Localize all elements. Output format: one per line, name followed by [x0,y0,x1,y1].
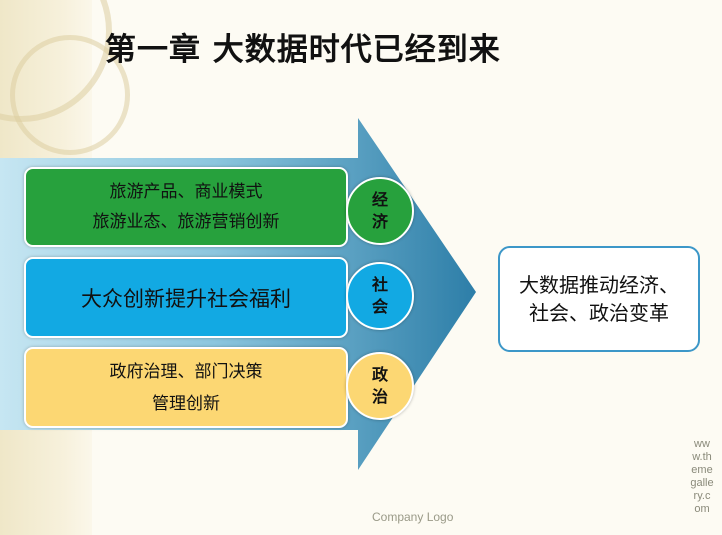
result-line-2: 社会、政治变革 [529,301,669,325]
economy-line-2: 旅游业态、旅游营销创新 [92,212,280,232]
politics-line-1: 政府治理、部门决策 [109,361,263,382]
website-url: ww w.th eme galle ry.c om [686,438,718,516]
economy-badge: 经 济 [346,177,414,245]
economy-panel: 旅游产品、商业模式 旅游业态、旅游营销创新 [24,167,348,247]
url-line: galle [690,477,714,489]
company-logo-text: Company Logo [372,510,454,524]
result-line-1: 大数据推动经济、 [519,273,679,297]
politics-line-2: 管理创新 [152,393,220,414]
url-line: om [694,503,710,515]
society-line-1: 大众创新提升社会福利 [81,286,291,311]
url-line: ww [694,438,710,450]
url-line: ry.c [693,490,711,502]
society-badge-char-1: 社 [371,275,388,294]
society-badge-char-2: 会 [371,297,388,316]
economy-badge-char-2: 济 [371,212,388,231]
politics-badge-char-2: 治 [371,387,388,406]
politics-badge: 政 治 [346,352,414,420]
politics-panel: 政府治理、部门决策 管理创新 [24,347,348,428]
decor-ring [10,35,130,155]
url-line: eme [691,464,713,476]
url-line: w.th [692,451,712,463]
result-box: 大数据推动经济、 社会、政治变革 [498,246,700,352]
economy-badge-char-1: 经 [371,190,388,209]
society-panel: 大众创新提升社会福利 [24,257,348,338]
society-badge: 社 会 [346,262,414,330]
economy-line-1: 旅游产品、商业模式 [109,182,263,202]
slide-title: 第一章 大数据时代已经到来 [105,32,501,68]
politics-badge-char-1: 政 [371,365,388,384]
